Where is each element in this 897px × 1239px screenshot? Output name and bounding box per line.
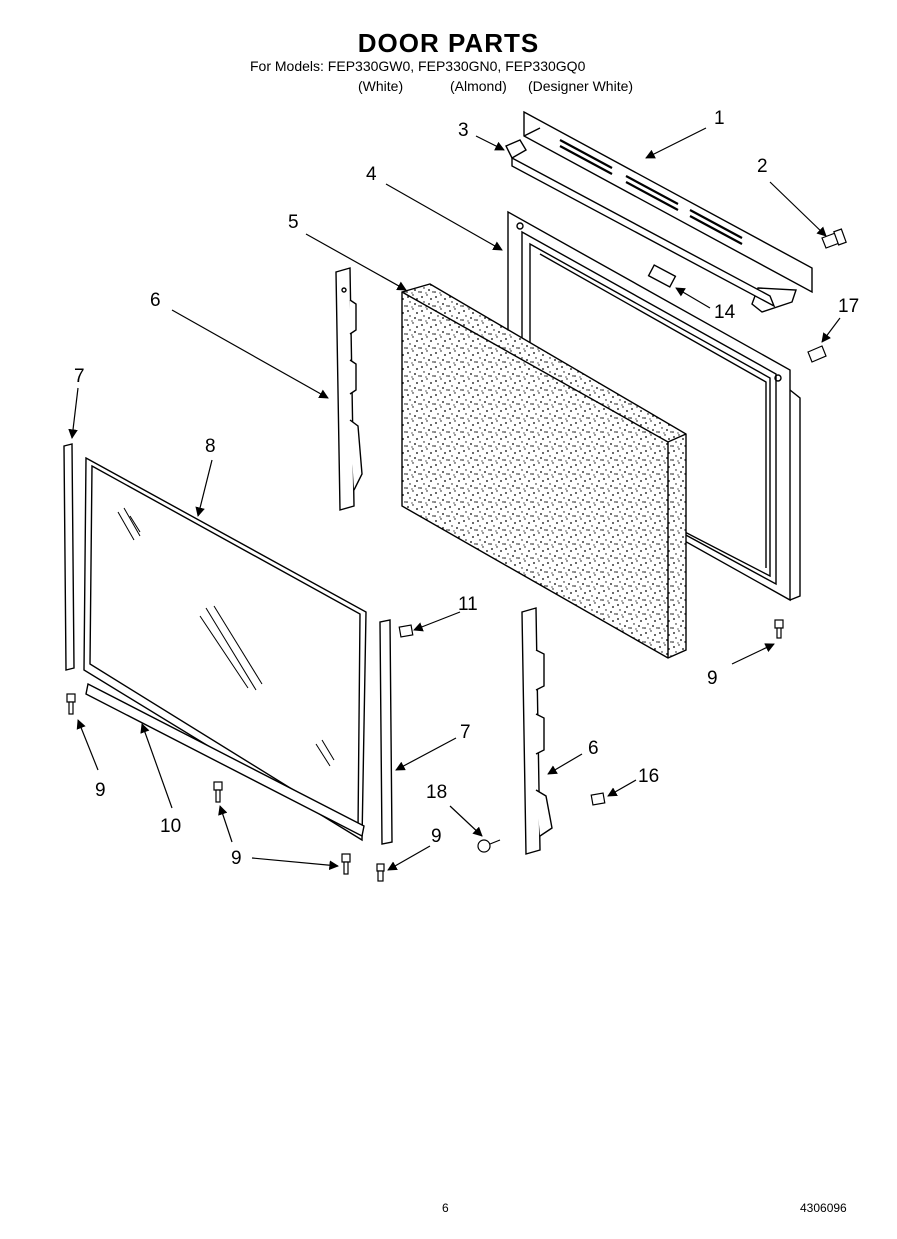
color-white: (White) [358,78,404,94]
part-7-strip-right [379,619,393,845]
models-line: For Models: FEP330GW0, FEP330GN0, FEP330… [250,58,586,74]
screw-9-d [376,863,385,882]
part-6-rail-lower [521,607,553,855]
part-2-screw [821,228,847,249]
page-number: 6 [442,1201,449,1215]
part-17-screw [807,345,827,363]
part-9-screws [66,619,784,882]
screw-9-a [66,693,76,715]
part-6-rail-upper [335,267,363,511]
screw-9-c [341,853,351,875]
callout-8: 8 [205,436,216,457]
part-10-bottom-strip [85,682,365,838]
callout-9-right: 9 [707,668,718,689]
callout-4: 4 [366,164,377,185]
part-3-strip [505,139,776,308]
screw-9-b [213,781,223,803]
callout-9-bottom: 9 [231,848,242,869]
color-almond: (Almond) [450,78,507,94]
callout-numbers: 1 2 3 4 5 6 6 7 7 8 9 9 9 9 10 11 14 16 … [74,108,859,869]
part-1-top-trim [523,110,813,313]
callout-7-left: 7 [74,366,85,387]
callout-5: 5 [288,212,299,233]
callout-10: 10 [160,816,181,837]
part-16-clip [590,792,606,806]
callout-9-left: 9 [95,780,106,801]
callout-16: 16 [638,766,659,787]
callout-2: 2 [757,156,768,177]
part-11-clip [398,624,414,638]
doc-number: 4306096 [800,1201,847,1215]
part-7-strip-left [63,443,75,671]
leader-lines [68,127,841,871]
part-18-screw [477,839,501,853]
screw-9-e [774,619,784,639]
callout-9-center: 9 [431,826,442,847]
callout-6-upper: 6 [150,290,161,311]
color-designer-white: (Designer White) [528,78,634,94]
callout-18: 18 [426,782,447,803]
page-title: DOOR PARTS [357,28,540,58]
callout-17: 17 [838,296,859,317]
callout-11: 11 [458,594,478,615]
part-5-insulation [401,283,687,659]
callout-6-lower: 6 [588,738,599,759]
callout-3: 3 [458,120,469,141]
part-8-glass [83,456,367,842]
callout-1: 1 [714,108,725,129]
callout-7-right: 7 [460,722,471,743]
callout-14: 14 [714,302,736,323]
